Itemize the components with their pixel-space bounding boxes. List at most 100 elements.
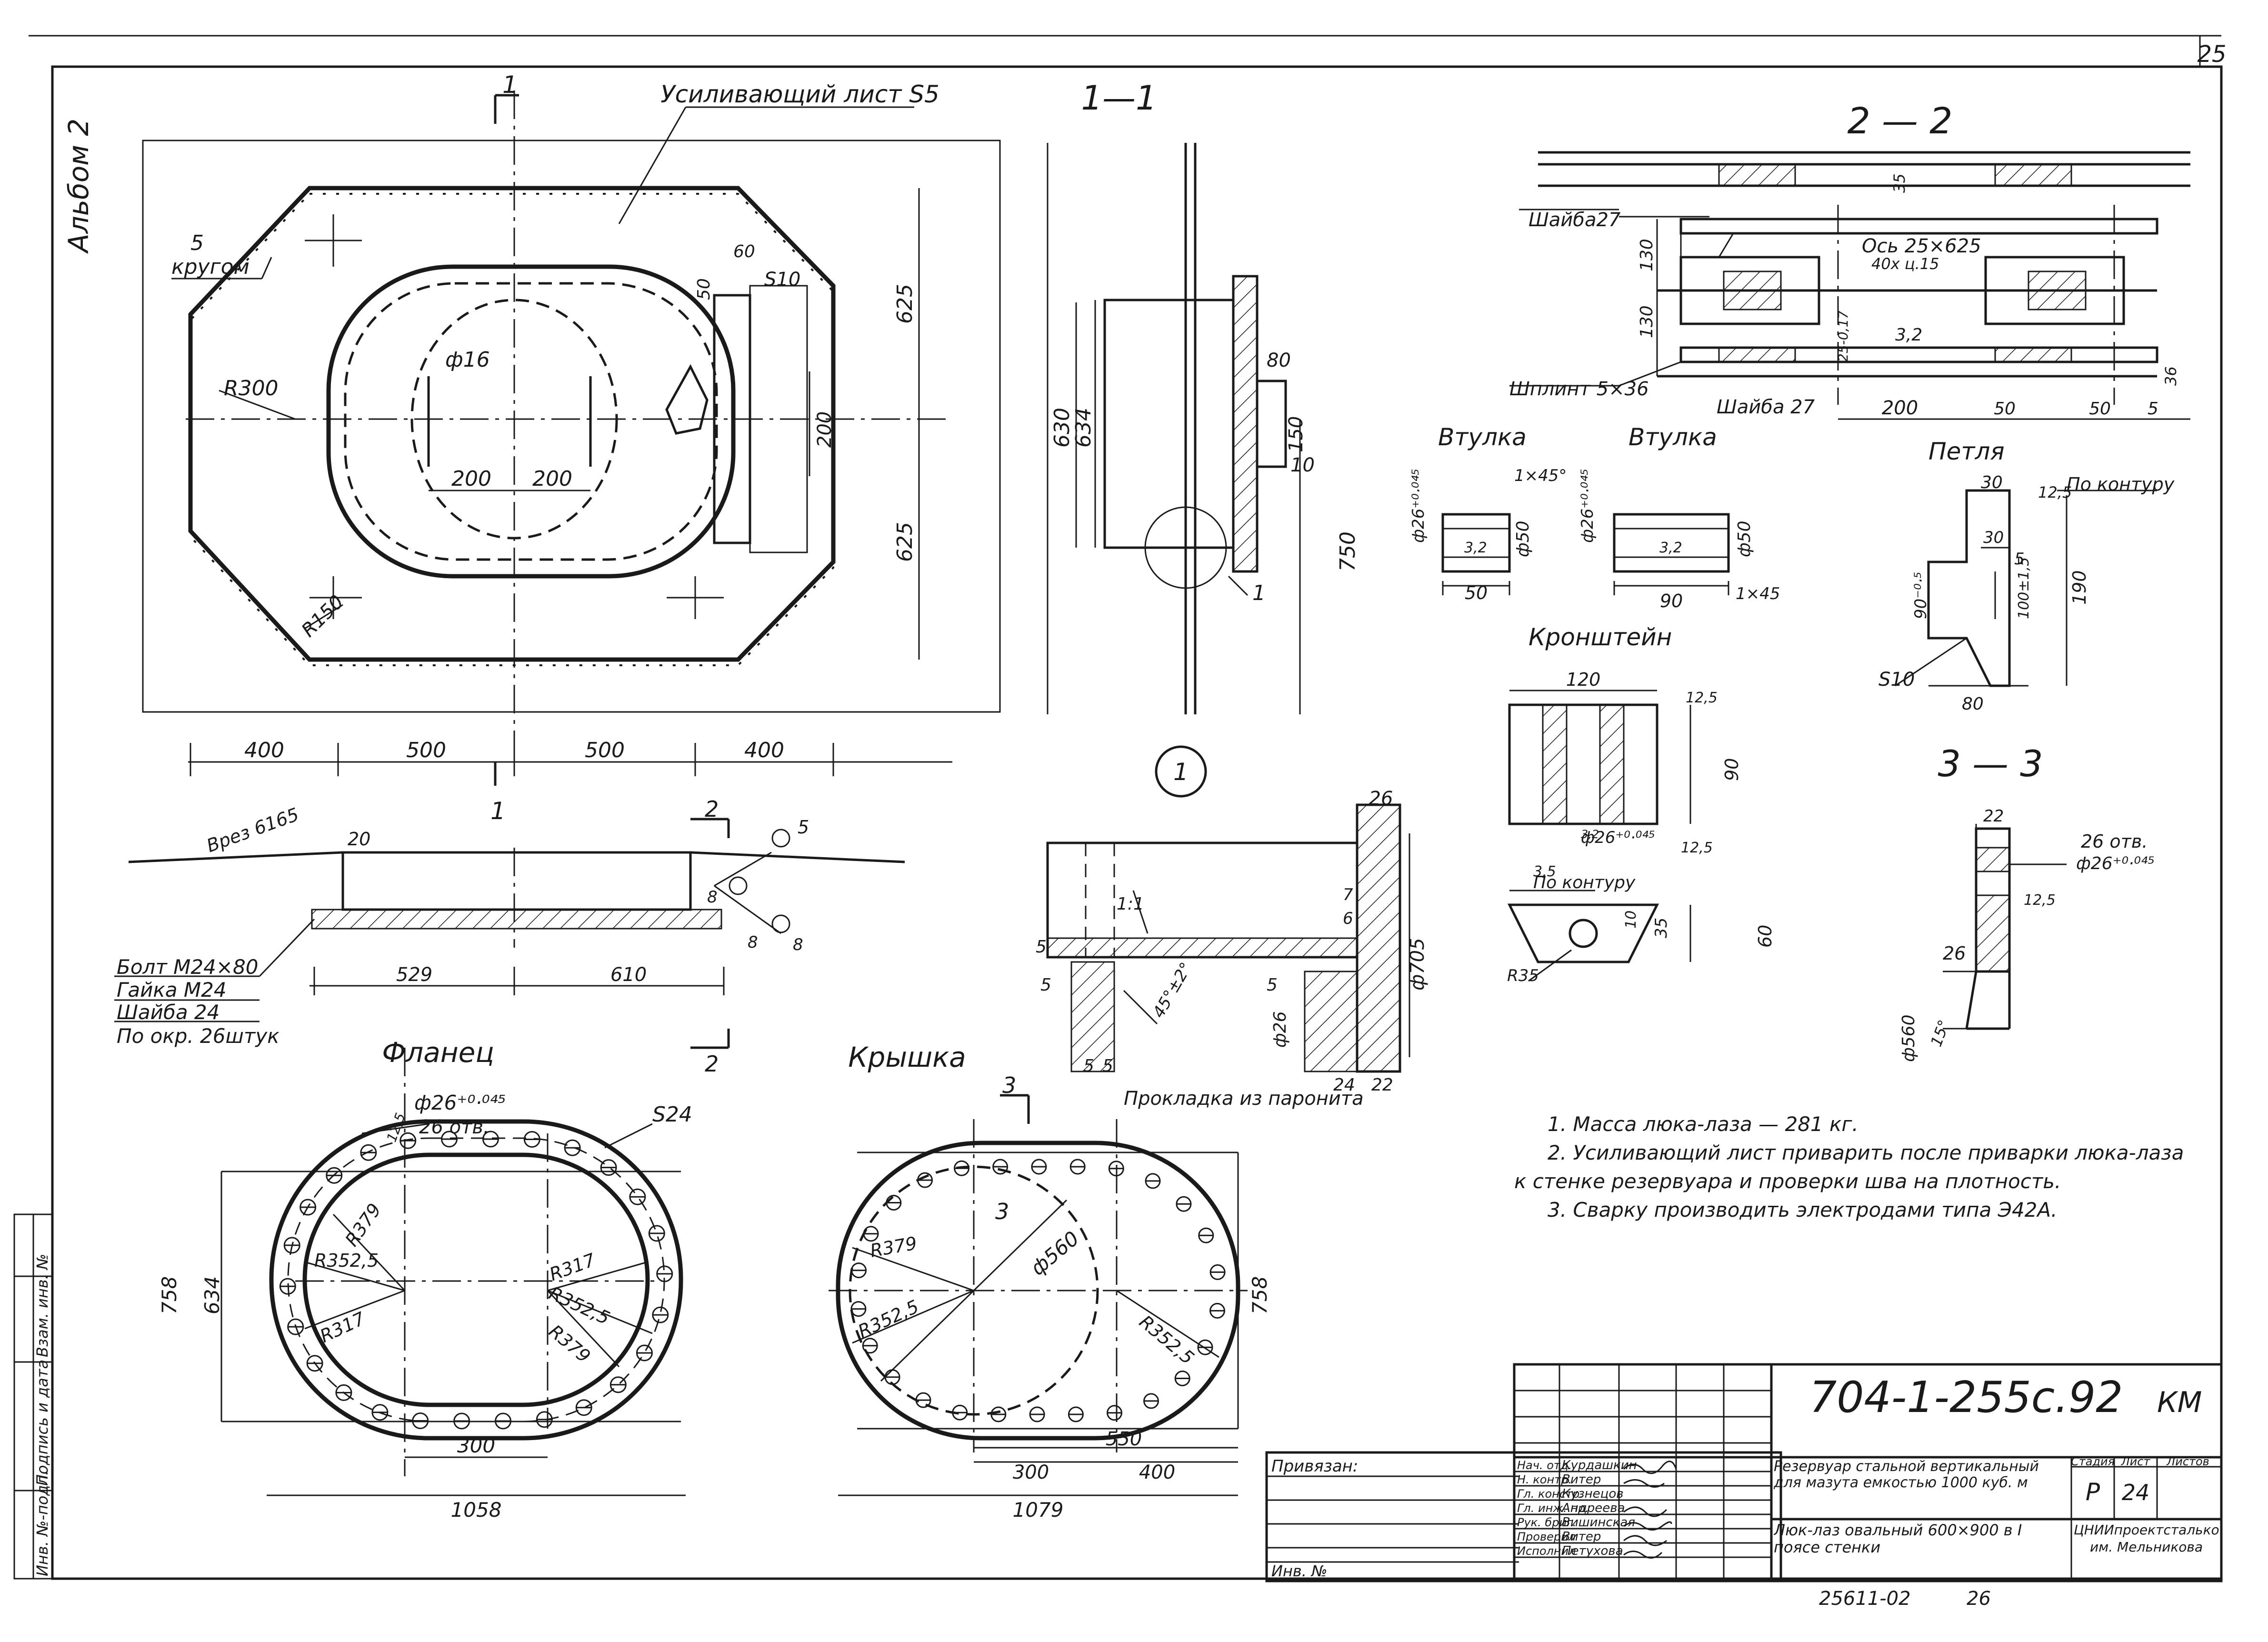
cover-holes xyxy=(850,1159,1226,1422)
flange-r3525-b: R352,5 xyxy=(546,1282,613,1329)
dim-400-b: 400 xyxy=(744,738,784,762)
cover-title: Крышка xyxy=(848,1041,966,1073)
section-3-3-dim-22: 22 xyxy=(1983,807,2004,826)
bushing-1-outer: ф50 xyxy=(1513,521,1533,557)
flange-section-view xyxy=(114,818,905,1049)
loop-contour-rough: 12,5 xyxy=(2038,483,2072,501)
section-3-3-hole-dia: ф26⁺⁰·⁰⁴⁵ xyxy=(2076,854,2155,873)
washer-spec: Шайба 24 xyxy=(117,1001,220,1024)
detail-1-view xyxy=(1046,745,1410,1073)
section-3-3-rough: 12,5 xyxy=(2024,892,2056,909)
archive-no: 25611-02 xyxy=(1819,1588,1911,1610)
cover-r3525-b: R352,5 xyxy=(1135,1311,1198,1369)
name-3: Кузнецов xyxy=(1562,1487,1624,1501)
bushing-2-outer: ф50 xyxy=(1735,521,1754,557)
dim-5-a: 5 xyxy=(1036,937,1047,957)
dim-50-b-2-2: 50 xyxy=(2089,399,2111,419)
bushing-1-view xyxy=(1441,513,1511,595)
organization: ЦНИИпроектстальконструкция им. Мельников… xyxy=(2074,1522,2219,1555)
dim-500-a: 500 xyxy=(406,738,446,762)
bushing-1-inner: ф26⁺⁰·⁰⁴⁵ xyxy=(1409,469,1428,543)
dim-phi26-detail: ф26 xyxy=(1270,1011,1290,1048)
album-label: Альбом 2 xyxy=(62,119,95,254)
weld-note: кругом xyxy=(171,255,250,279)
cut-label: Врез 6165 xyxy=(204,804,301,857)
flange-r379-b: R379 xyxy=(545,1321,594,1367)
role-1: Нач. отд. xyxy=(1517,1459,1572,1472)
bracket-rough-a: 12,5 xyxy=(1686,690,1718,706)
radius-main: R300 xyxy=(224,376,279,400)
dim-400-a: 400 xyxy=(244,738,284,762)
name-2: Витер xyxy=(1562,1472,1601,1487)
loop-dim-30: 30 xyxy=(1983,528,2004,547)
name-6: Витер xyxy=(1562,1530,1601,1544)
role-6: Проверил xyxy=(1517,1530,1576,1543)
bracket-title: Кронштейн xyxy=(1529,623,1672,651)
dim-phi705: ф705 xyxy=(1407,938,1429,991)
binding-label: Привязан: xyxy=(1271,1457,1358,1476)
flange-dim-1058: 1058 xyxy=(451,1498,502,1522)
flange-holes xyxy=(279,1131,673,1430)
flange-thickness: S24 xyxy=(652,1102,692,1127)
section-mark-2-bottom: 2 xyxy=(705,1051,719,1077)
archive-sheet: 26 xyxy=(1967,1588,1991,1610)
flange-hole-dia: ф26⁺⁰·⁰⁴⁵ xyxy=(414,1091,506,1114)
axis-label: Ось 25×625 xyxy=(1862,235,1981,257)
note-2-cont: к стенке резервуара и проверки шва на пл… xyxy=(1514,1170,2061,1193)
cover-section-mark-b: 3 xyxy=(995,1199,1009,1224)
cover-r3525-a: R352,5 xyxy=(855,1296,922,1342)
bracket-dim-90: 90 xyxy=(1721,758,1742,781)
bracket-view xyxy=(1507,690,1691,982)
bracket-dim-10: 10 xyxy=(1623,911,1639,929)
loop-dim-90: 90⁻⁰·⁵ xyxy=(1911,572,1930,619)
dim-5-weld: 5 xyxy=(798,817,809,838)
flange-r3525-a: R352,5 xyxy=(314,1250,379,1271)
dim-529: 529 xyxy=(396,964,432,986)
flange-view xyxy=(220,1048,686,1496)
bushing-1-rough: 3,2 xyxy=(1464,540,1487,556)
bushing-1-length: 50 xyxy=(1465,582,1488,603)
bushing-2-chamfer: 1×45 xyxy=(1736,584,1780,603)
dim-60: 60 xyxy=(733,242,755,261)
dim-500-b: 500 xyxy=(585,738,625,762)
sheet-title: Люк-лаз овальный 600×900 в I поясе стенк… xyxy=(1774,1522,2022,1556)
reinforcing-sheet-label: Усиливающий лист S5 xyxy=(660,80,939,108)
dim-50: 50 xyxy=(694,278,714,300)
title-block xyxy=(1265,1363,2223,1582)
qty-spec: По окр. 26штук xyxy=(117,1024,280,1048)
loop-title: Петля xyxy=(1928,438,2005,465)
dim-610: 610 xyxy=(610,964,647,986)
dim-5-2-2: 5 xyxy=(2148,399,2158,419)
signatures xyxy=(1623,1461,1677,1559)
flange-dim-300: 300 xyxy=(457,1434,495,1457)
cover-r379: R379 xyxy=(869,1232,919,1262)
bushing-1-title: Втулка xyxy=(1438,423,1527,451)
dim-8-a: 8 xyxy=(707,888,718,907)
dim-8-b: 8 xyxy=(748,933,758,952)
dim-8-c: 8 xyxy=(793,935,803,954)
dim-1-1: 1:1 xyxy=(1117,894,1144,914)
dim-200-left: 200 xyxy=(451,467,491,491)
dim-6: 6 xyxy=(1343,909,1353,928)
cover-dia-560: ф560 xyxy=(1026,1227,1083,1280)
detail-1-label: 1 xyxy=(1173,758,1189,786)
cover-dim-758: 758 xyxy=(1248,1276,1271,1314)
dim-3-2-2-2: 3,2 xyxy=(1895,325,1922,345)
nut-spec: Гайка М24 xyxy=(117,978,227,1001)
loop-dim-5: 5 xyxy=(2014,550,2025,569)
loop-dim-190: 190 xyxy=(2069,570,2090,605)
bracket-dim-60: 60 xyxy=(1755,925,1776,948)
section-3-3-dim-26: 26 xyxy=(1943,943,1966,964)
section-3-3-view xyxy=(1943,824,2067,1030)
name-5: Вишинская xyxy=(1562,1515,1635,1530)
stage-value: Р xyxy=(2086,1478,2100,1506)
bushing-2-rough: 3,2 xyxy=(1659,540,1682,556)
dim-5-c: 5 xyxy=(1267,975,1278,995)
cover-dim-400: 400 xyxy=(1139,1462,1175,1483)
bushing-2-title: Втулка xyxy=(1629,423,1717,451)
name-4: Андреева xyxy=(1561,1501,1625,1515)
bushing-1-chamfer: 1×45° xyxy=(1514,466,1567,485)
stage-header: Стадия xyxy=(2071,1455,2115,1468)
loop-thickness: S10 xyxy=(1878,669,1915,691)
